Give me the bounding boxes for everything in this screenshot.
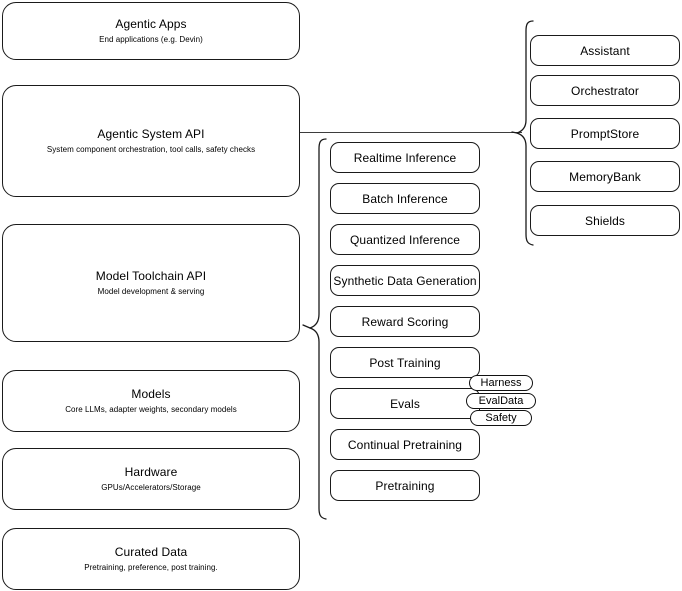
system-item-memorybank[interactable]: MemoryBank (530, 161, 680, 192)
brace-toolchain (302, 138, 327, 520)
item-label: Pretraining (375, 478, 435, 493)
pill-label: Harness (480, 376, 522, 389)
toolchain-item-batch-inference[interactable]: Batch Inference (330, 183, 480, 214)
layer-box-model-toolchain-api[interactable]: Model Toolchain API Model development & … (2, 224, 300, 342)
layer-subtitle: End applications (e.g. Devin) (99, 34, 203, 44)
layer-title: Hardware (124, 464, 178, 479)
evals-pill-harness[interactable]: Harness (469, 375, 533, 391)
layer-title: Agentic Apps (115, 16, 187, 31)
layer-subtitle: Core LLMs, adapter weights, secondary mo… (65, 404, 237, 414)
layer-box-models[interactable]: Models Core LLMs, adapter weights, secon… (2, 370, 300, 432)
item-label: Reward Scoring (361, 314, 449, 329)
item-label: Shields (584, 213, 626, 228)
item-label: Synthetic Data Generation (333, 273, 477, 288)
toolchain-item-post-training[interactable]: Post Training (330, 347, 480, 378)
item-label: Orchestrator (571, 83, 639, 98)
system-item-assistant[interactable]: Assistant (530, 35, 680, 66)
layer-box-curated-data[interactable]: Curated Data Pretraining, preference, po… (2, 528, 300, 590)
system-item-orchestrator[interactable]: Orchestrator (530, 75, 680, 106)
item-label: Evals (390, 396, 420, 411)
layer-title: Model Toolchain API (95, 268, 207, 283)
layer-subtitle: System component orchestration, tool cal… (46, 144, 256, 154)
layer-subtitle: Pretraining, preference, post training. (84, 562, 218, 572)
brace-system-components (511, 20, 534, 246)
toolchain-item-evals[interactable]: Evals (330, 388, 480, 419)
toolchain-item-synthetic-data-generation[interactable]: Synthetic Data Generation (330, 265, 480, 296)
evals-pill-evaldata[interactable]: EvalData (466, 393, 536, 409)
layer-box-agentic-apps[interactable]: Agentic Apps End applications (e.g. Devi… (2, 2, 300, 60)
evals-pill-safety[interactable]: Safety (470, 410, 532, 426)
layer-subtitle: Model development & serving (97, 286, 205, 296)
item-label: Realtime Inference (353, 150, 457, 165)
toolchain-item-realtime-inference[interactable]: Realtime Inference (330, 142, 480, 173)
toolchain-item-quantized-inference[interactable]: Quantized Inference (330, 224, 480, 255)
item-label: MemoryBank (569, 169, 641, 184)
layer-box-agentic-system-api[interactable]: Agentic System API System component orch… (2, 85, 300, 197)
item-label: PromptStore (570, 126, 640, 141)
item-label: Assistant (580, 43, 630, 58)
pill-label: EvalData (478, 394, 524, 407)
item-label: Continual Pretraining (347, 437, 463, 452)
connector-system-api-to-components (300, 132, 522, 134)
layer-title: Models (131, 386, 171, 401)
layer-title: Agentic System API (97, 126, 205, 141)
toolchain-item-pretraining[interactable]: Pretraining (330, 470, 480, 501)
item-label: Quantized Inference (350, 232, 460, 247)
layer-box-hardware[interactable]: Hardware GPUs/Accelerators/Storage (2, 448, 300, 510)
layer-subtitle: GPUs/Accelerators/Storage (101, 482, 201, 492)
item-label: Post Training (369, 355, 441, 370)
toolchain-item-continual-pretraining[interactable]: Continual Pretraining (330, 429, 480, 460)
pill-label: Safety (485, 411, 517, 424)
system-item-promptstore[interactable]: PromptStore (530, 118, 680, 149)
toolchain-item-reward-scoring[interactable]: Reward Scoring (330, 306, 480, 337)
layer-title: Curated Data (114, 544, 188, 559)
system-item-shields[interactable]: Shields (530, 205, 680, 236)
item-label: Batch Inference (362, 191, 448, 206)
